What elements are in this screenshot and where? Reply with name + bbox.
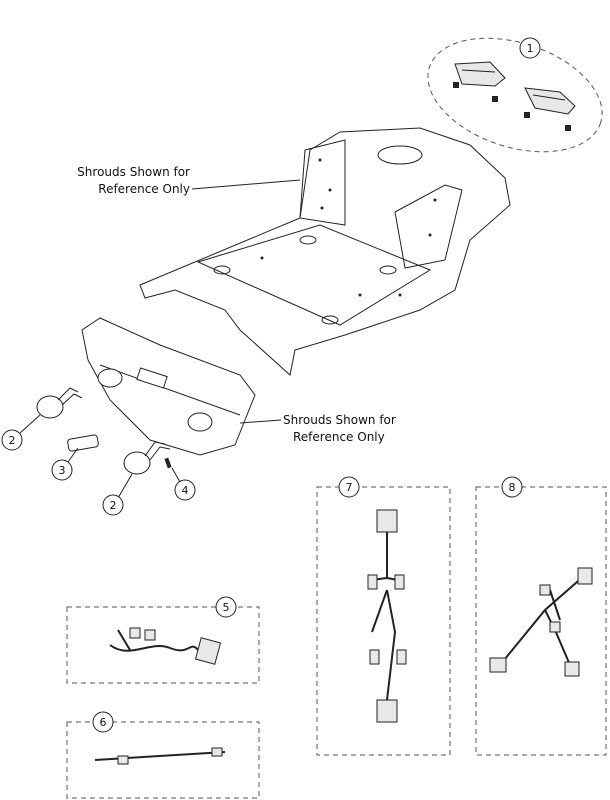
callout-circle-8 bbox=[501, 476, 523, 498]
connector-7-top bbox=[376, 509, 398, 533]
callout-circle-7 bbox=[338, 476, 360, 498]
callout-number-5: 5 bbox=[223, 601, 230, 614]
callout-number-4: 4 bbox=[182, 484, 189, 497]
cable-box-6: 6 bbox=[66, 711, 260, 799]
lamp-socket-left bbox=[97, 368, 123, 388]
connector-8-left bbox=[489, 657, 507, 673]
group-boundary-8 bbox=[475, 486, 607, 756]
callout-number-6: 6 bbox=[100, 716, 107, 729]
group-boundary-7 bbox=[316, 486, 451, 756]
callout-number-2a: 2 bbox=[9, 434, 16, 447]
callout-number-7: 7 bbox=[346, 481, 353, 494]
floor-panel bbox=[196, 224, 432, 326]
callout-4: 4 bbox=[171, 467, 196, 501]
lamp-bulb-part-4 bbox=[164, 457, 172, 469]
bracket-part-right bbox=[524, 87, 576, 115]
bumper-reflector-slot bbox=[136, 367, 168, 389]
right-side-panel bbox=[394, 184, 463, 269]
callout-number-1: 1 bbox=[527, 42, 534, 55]
callout-number-2b: 2 bbox=[110, 499, 117, 512]
callout-number-8: 8 bbox=[509, 481, 516, 494]
bracket-part-left bbox=[454, 61, 506, 87]
lamp-assembly-lower bbox=[123, 441, 171, 475]
callout-2b: 2 bbox=[102, 473, 133, 516]
tiller-opening bbox=[377, 145, 423, 165]
group-boundary-6 bbox=[66, 721, 260, 799]
group-boundary-5 bbox=[66, 606, 260, 684]
shroud-reference-note-bottom: Shrouds Shown for Reference Only bbox=[239, 413, 396, 444]
leader-line-top bbox=[191, 179, 301, 190]
note-bottom-line-1: Shrouds Shown for bbox=[283, 413, 396, 427]
shroud-reference-note-top: Shrouds Shown for Reference Only bbox=[77, 165, 301, 196]
note-top-line-1: Shrouds Shown for bbox=[77, 165, 190, 179]
connector-7-bottom bbox=[376, 699, 398, 723]
group-boundary-1 bbox=[427, 37, 603, 153]
left-side-panel bbox=[299, 139, 346, 226]
callout-number-3: 3 bbox=[59, 464, 66, 477]
lamp-assembly-upper bbox=[36, 387, 83, 419]
lamp-lens bbox=[67, 434, 99, 452]
rear-shroud-body bbox=[139, 127, 511, 376]
leader-line-bottom bbox=[239, 419, 282, 424]
callout-circle-5 bbox=[215, 596, 237, 618]
callout-2a: 2 bbox=[1, 414, 41, 451]
harness-box-8: 8 bbox=[475, 476, 607, 756]
harness-connector-5 bbox=[194, 637, 222, 665]
callout-3: 3 bbox=[51, 447, 79, 481]
screw-hardware bbox=[453, 82, 571, 131]
lamp-socket-right bbox=[187, 412, 213, 432]
connector-8-top bbox=[577, 567, 593, 585]
callout-circle-6 bbox=[92, 711, 114, 733]
connector-8-bottom bbox=[564, 661, 580, 677]
front-bumper-shroud bbox=[81, 317, 256, 456]
note-bottom-line-2: Reference Only bbox=[293, 430, 385, 444]
callout-circle-1 bbox=[519, 37, 541, 59]
harness-box-7: 7 bbox=[316, 476, 451, 756]
cable-6 bbox=[94, 751, 226, 761]
callout-group-1: 1 bbox=[427, 37, 603, 153]
note-top-line-2: Reference Only bbox=[98, 182, 190, 196]
harness-box-5: 5 bbox=[66, 596, 260, 684]
